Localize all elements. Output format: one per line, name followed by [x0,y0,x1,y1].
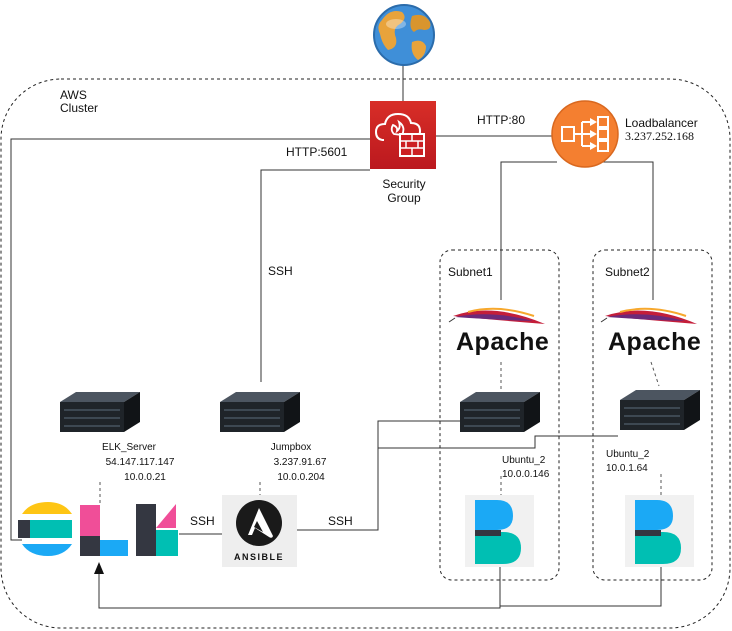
jumpbox-name: Jumpbox [270,442,312,453]
elk-server-name: ELK_Server [102,442,156,453]
jumpbox-public-ip: 3.237.91.67 [273,457,327,468]
elk-logo-icon [18,502,178,556]
lb-to-web1-edge [500,161,557,300]
http5601-label: HTTP:5601 [286,145,348,159]
ssh-jumpbox-edge [260,169,370,382]
ssh-webs-edge [297,420,460,531]
ansible-logo-icon [222,495,297,567]
aws-cluster-boundary [0,78,731,629]
subnet2-boundary [592,249,713,581]
http5601-edge [10,138,371,541]
jumpbox-server-icon [220,392,300,432]
cluster-label-line1: AWS [60,88,87,102]
ssh-web2-edge [378,435,618,449]
subnet2-label: Subnet2 [605,265,650,279]
web1-name: Ubuntu_2 [502,455,546,466]
elk-server-public-ip: 54.147.117.147 [105,457,175,468]
subnet1-label: Subnet1 [448,265,493,279]
security-group-label-line1: Security [382,177,426,191]
web2-name: Ubuntu_2 [606,449,650,460]
cluster-label-line2: Cluster [60,101,99,115]
apache-feather-icon-2 [600,307,697,324]
jumpbox-private-ip: 10.0.0.204 [277,472,325,483]
beats2-to-elk-edge [500,564,662,607]
beats-logo-icon-1 [465,495,534,567]
arrow-head [94,562,104,574]
ansible-label: ANSIBLE [233,552,285,562]
internet-globe-icon [373,4,435,66]
http80-label: HTTP:80 [477,113,526,127]
web1-server-icon [460,392,540,432]
apache-label-2: Apache [608,328,702,356]
web2-server-icon [620,390,700,430]
apache2-web2-link [650,361,660,387]
elk-server-private-ip: 10.0.0.21 [124,472,166,483]
ssh-webs-label: SSH [328,514,353,528]
apache-label-1: Apache [456,328,550,356]
loadbalancer-icon [551,100,619,168]
web2-ip: 10.0.1.64 [606,463,648,474]
beats-to-elk-edge [98,562,501,609]
security-group-icon [370,101,436,169]
ssh-jumpbox-label: SSH [268,264,293,278]
apache-feather-icon-1 [448,307,545,324]
loadbalancer-name: Loadbalancer [625,116,698,130]
beats-logo-icon-2 [625,495,694,567]
loadbalancer-ip: 3.237.252.168 [625,129,694,143]
web1-ip: 10.0.0.146 [502,469,550,480]
ssh-elk-label: SSH [190,514,215,528]
lb-to-web2-edge [600,161,654,300]
subnet1-boundary [439,249,560,581]
elk-server-icon [60,392,140,432]
security-group-label-line2: Group [387,191,421,205]
